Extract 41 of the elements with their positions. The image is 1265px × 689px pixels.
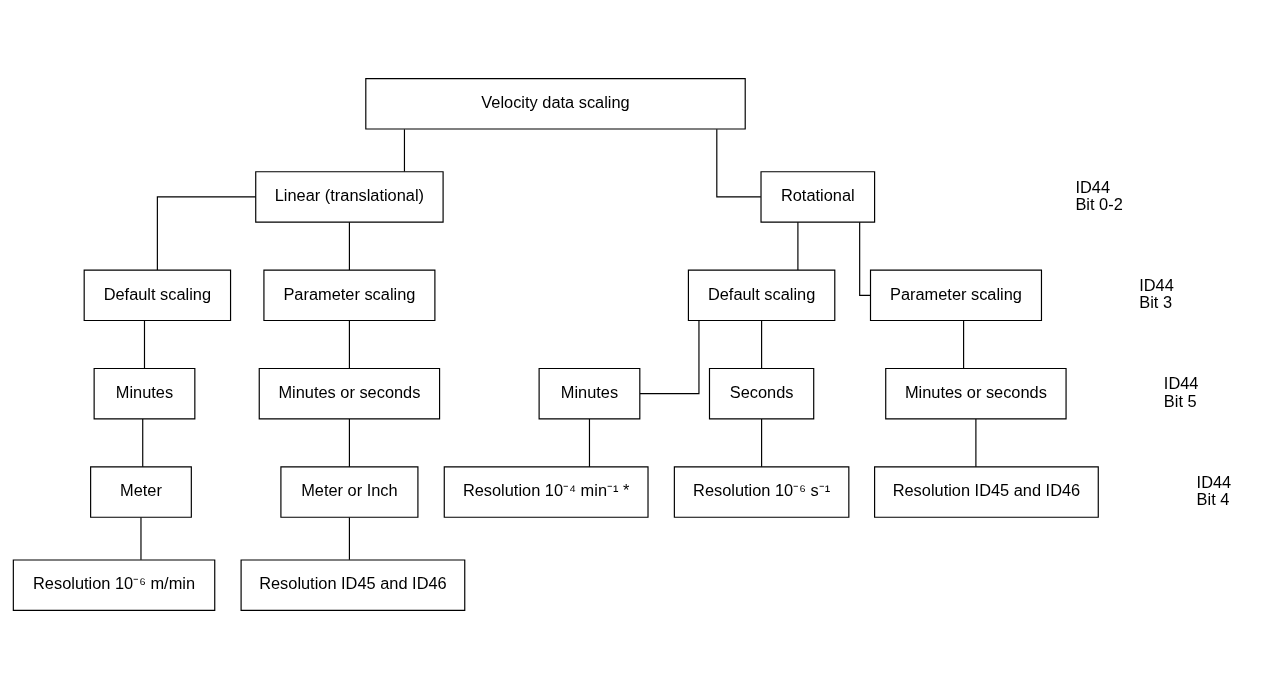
node-box: Resolution ID45 and ID46 <box>240 559 466 611</box>
connector <box>639 320 700 395</box>
connector <box>859 221 871 296</box>
node-box: Default scaling <box>687 269 836 322</box>
connector <box>761 320 763 370</box>
connector <box>348 320 350 370</box>
connector <box>348 418 350 468</box>
node-box: Velocity data scaling <box>365 78 746 130</box>
node-box: Minutes or seconds <box>885 367 1067 420</box>
node-box: Rotational <box>760 171 876 223</box>
node-box: Resolution ID45 and ID46 <box>874 466 1099 518</box>
label: ID44 Bit 3 <box>1139 275 1174 312</box>
connector <box>140 516 142 561</box>
connector <box>716 128 762 198</box>
connector <box>156 196 257 271</box>
connector <box>348 516 350 561</box>
node-box: Seconds <box>708 367 815 420</box>
connector <box>797 221 799 271</box>
connector <box>761 418 763 468</box>
connector <box>975 418 977 468</box>
node-box: Parameter scaling <box>869 269 1043 322</box>
connector <box>963 320 965 370</box>
node-box: Resolution 10⁻⁶ m/min <box>12 559 216 611</box>
node-box: Minutes <box>93 367 196 420</box>
node-box: Resolution 10⁻⁴ min⁻¹ * <box>443 466 649 518</box>
label: ID44 Bit 4 <box>1196 472 1232 509</box>
connector <box>142 418 144 468</box>
node-box: Meter or Inch <box>280 466 419 518</box>
node-box: Linear (translational) <box>255 171 444 223</box>
node-box: Resolution 10⁻⁶ s⁻¹ <box>673 466 850 518</box>
connector <box>143 320 146 370</box>
node-box: Minutes or seconds <box>258 367 441 420</box>
node-box: Parameter scaling <box>263 269 436 322</box>
node-box: Default scaling <box>83 269 232 322</box>
node-box: Meter <box>90 466 192 518</box>
connector <box>588 418 591 468</box>
connector <box>403 128 406 173</box>
connector <box>348 221 350 271</box>
label: ID44 Bit 5 <box>1163 374 1199 410</box>
label: ID44 Bit 0-2 <box>1075 177 1123 214</box>
node-box: Minutes <box>538 367 641 420</box>
